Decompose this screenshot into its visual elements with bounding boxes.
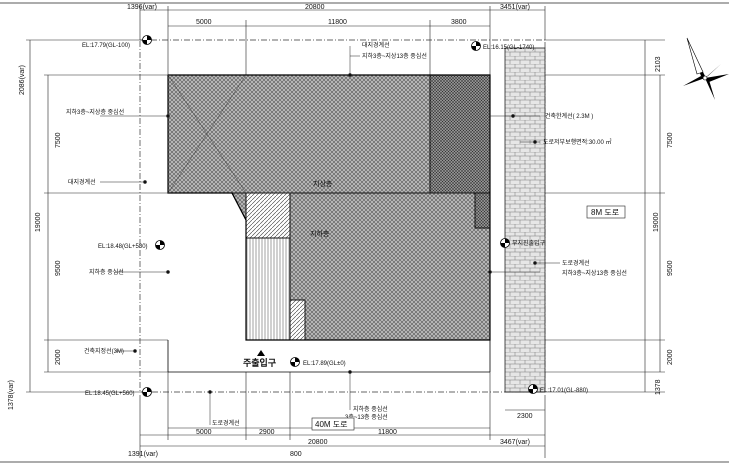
- right-seg-dim-1: 7500: [667, 132, 674, 148]
- left-seg-dim-3: 2000: [55, 349, 62, 365]
- label-bottom-road-boundary: 도로경계선: [212, 419, 240, 427]
- label-right-entrance: 부지진출입구: [512, 239, 546, 247]
- label-left-site-boundary: 대지경계선: [68, 178, 96, 186]
- label-left-building-line: 건축지정선(3M): [84, 347, 124, 355]
- elevation-top-right: EL:16.15(GL-1740): [483, 45, 534, 51]
- left-top-var-dim: 2086(var): [19, 65, 26, 95]
- road-south-tag: [311, 417, 355, 431]
- elevation-top-left: EL:17.79(GL-100): [82, 43, 130, 49]
- elevation-bottom-right: EL:17.01(GL-880): [540, 388, 588, 394]
- north-arrow-icon: [683, 37, 729, 100]
- left-total-dim: 19000: [35, 212, 42, 232]
- leader-lines: [100, 46, 560, 425]
- top-right-var-dim: 3451(var): [500, 4, 530, 11]
- elevation-main-entrance: EL:17.89(GL±0): [303, 361, 346, 367]
- top-total-dim: 20800: [305, 4, 325, 11]
- label-right-road-boundary: 도로경계선: [562, 259, 590, 267]
- label-right-public-space: 도로저부보행면적:30.00 ㎡: [543, 138, 612, 146]
- bottom-seg-dim-3: 11800: [378, 429, 397, 436]
- east-walkway: [504, 47, 546, 393]
- elevation-mid-left: EL:18.48(GL+580): [98, 244, 148, 250]
- left-seg-dim-1: 7500: [55, 132, 62, 148]
- building-footprint: [167, 74, 491, 341]
- bottom-seg-dim-2: 2900: [259, 429, 275, 436]
- bottom-road-width-dim: 2300: [517, 413, 533, 420]
- label-road-east: 8M 도로: [591, 208, 619, 217]
- label-bottom-floors: 3층~13층 중심선: [345, 413, 388, 421]
- label-left-underground-2: 지하층 중심선: [89, 268, 124, 276]
- main-entrance-arrow-icon: [257, 350, 265, 356]
- right-seg-dim-2: 9500: [667, 260, 674, 276]
- bottom-dimension-lines: [139, 372, 546, 458]
- road-east-tag: [586, 205, 626, 219]
- elevation-bottom-left: EL:18.45(GL+560): [85, 391, 135, 397]
- right-total-dim: 19000: [653, 212, 660, 232]
- label-bottom-underground: 지하층 중심선: [353, 405, 388, 413]
- top-seg-dim-1: 5000: [196, 19, 212, 26]
- label-road-south: 40M 도로: [315, 420, 348, 429]
- label-right-building-line: 건축한계선( 2.3M ): [545, 112, 593, 120]
- left-bottom-var-dim: 1378(var): [8, 380, 15, 410]
- left-dimension-lines: [26, 39, 168, 393]
- right-dimension-lines: [545, 39, 665, 393]
- label-right-setback: 지하3층~지상13층 중심선: [562, 269, 627, 277]
- bottom-right-var-dim: 3467(var): [500, 439, 530, 446]
- elevation-markers: [142, 35, 538, 397]
- building-outline: [167, 74, 491, 341]
- label-left-underground: 지하3층~지상층 중심선: [66, 108, 124, 116]
- top-left-var-dim: 1396(var): [127, 4, 157, 11]
- right-seg-dim-3: 2000: [667, 349, 674, 365]
- label-building-area-a: 지상층: [313, 179, 333, 188]
- bottom-left-var-dim: 1391(var): [128, 451, 158, 458]
- bottom-seg-dim-1: 5000: [196, 429, 212, 436]
- right-top-dim: 2103: [655, 56, 662, 72]
- top-seg-dim-2: 11800: [328, 19, 347, 26]
- top-seg-dim-3: 3800: [451, 19, 467, 26]
- label-setback-top: 지하3층~지상13층 중심선: [362, 52, 427, 60]
- left-seg-dim-2: 9500: [55, 260, 62, 276]
- top-dimension-lines: [139, 6, 546, 75]
- right-bottom-dim: 1378: [655, 379, 662, 395]
- label-site-boundary-top: 대지경계선: [362, 41, 390, 49]
- bottom-mid-dim: 800: [290, 451, 302, 458]
- bottom-total-dim: 20800: [308, 439, 328, 446]
- label-main-entrance: 주출입구: [243, 357, 276, 368]
- label-building-area-b: 지하층: [310, 229, 330, 238]
